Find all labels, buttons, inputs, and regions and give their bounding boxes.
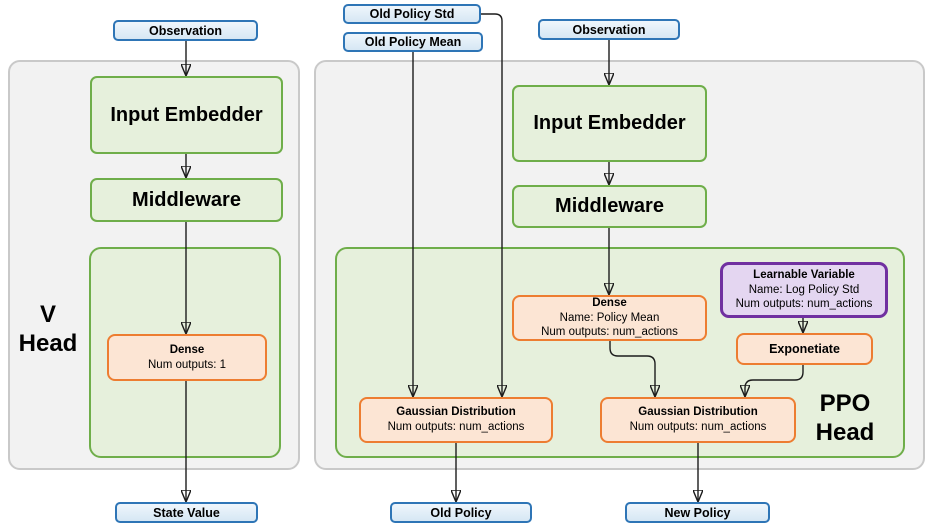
ppo-head-label: PPO Head <box>801 389 889 448</box>
learnable-variable-name: Name: Log Policy Std <box>748 283 860 296</box>
old-policy-mean-node: Old Policy Mean <box>343 32 483 52</box>
old-policy-node: Old Policy <box>390 502 532 523</box>
gaussian-old-num-outputs: Num outputs: num_actions <box>387 421 525 433</box>
ppo-head-label-line1: PPO <box>819 390 871 417</box>
dense-policy-mean-num-outputs: Num outputs: num_actions <box>541 326 678 339</box>
dense-node-v: Dense Num outputs: 1 <box>107 334 267 381</box>
v-head-label-line2: Head <box>18 330 78 358</box>
middleware-node-v: Middleware <box>90 178 283 222</box>
state-value-node: State Value <box>115 502 258 523</box>
input-embedder-node-v: Input Embedder <box>90 76 283 154</box>
ppo-head-label-line2: Head <box>815 419 875 447</box>
observation-node-ppo: Observation <box>538 19 680 40</box>
gaussian-new-title: Gaussian Distribution <box>638 406 758 419</box>
old-policy-std-node: Old Policy Std <box>343 4 481 24</box>
dense-node-policy-mean: Dense Name: Policy Mean Num outputs: num… <box>512 295 707 341</box>
gaussian-old-title: Gaussian Distribution <box>396 406 516 419</box>
v-head-label-line1: V <box>39 301 56 328</box>
learnable-variable-num-outputs: Num outputs: num_actions <box>735 298 873 311</box>
learnable-variable-node: Learnable Variable Name: Log Policy Std … <box>720 262 888 318</box>
exponetiate-node: Exponetiate <box>736 333 873 365</box>
gaussian-distribution-node-new: Gaussian Distribution Num outputs: num_a… <box>600 397 796 443</box>
gaussian-new-num-outputs: Num outputs: num_actions <box>629 421 767 433</box>
dense-v-title: Dense <box>169 343 205 356</box>
input-embedder-node-ppo: Input Embedder <box>512 85 707 162</box>
observation-node-v: Observation <box>113 20 258 41</box>
learnable-variable-title: Learnable Variable <box>753 268 855 281</box>
new-policy-node: New Policy <box>625 502 770 523</box>
dense-v-num-outputs: Num outputs: 1 <box>148 358 226 371</box>
gaussian-distribution-node-old: Gaussian Distribution Num outputs: num_a… <box>359 397 553 443</box>
dense-policy-mean-name: Name: Policy Mean <box>559 311 660 324</box>
dense-policy-mean-title: Dense <box>592 296 627 309</box>
middleware-node-ppo: Middleware <box>512 185 707 228</box>
v-head-label: V Head <box>10 300 86 359</box>
